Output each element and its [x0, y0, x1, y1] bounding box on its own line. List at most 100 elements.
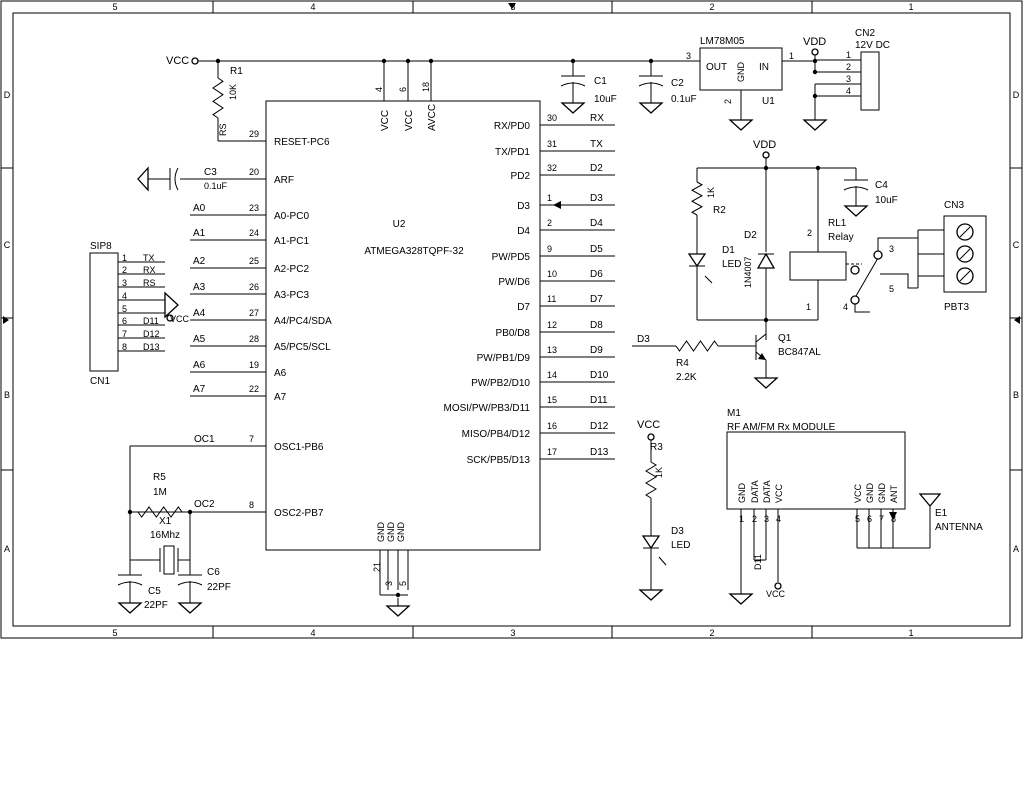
d3-ref: D3	[671, 526, 684, 537]
u2-left-pin-num: 20	[249, 167, 259, 177]
u1-pin-in: 1	[789, 51, 794, 61]
c4-capacitor	[843, 186, 869, 191]
u2-left-net-label: A1	[193, 228, 206, 239]
vcc-label-r3: VCC	[637, 419, 660, 431]
u2-right-net-label: D4	[590, 218, 603, 229]
u1-ref: U1	[762, 96, 775, 107]
r1-resistor	[212, 77, 224, 119]
u2-left-net-label: A6	[193, 360, 206, 371]
u2-right-net-label: D3	[590, 193, 603, 204]
m1-pin-num: 4	[776, 514, 781, 524]
x1-ref: X1	[159, 516, 172, 527]
ground-symbol	[638, 589, 664, 601]
rl1-pin-5: 5	[889, 284, 894, 294]
zone-label-top: 5	[112, 2, 117, 12]
vdd-label-top: VDD	[803, 36, 826, 48]
zone-label-bottom: 5	[112, 628, 117, 638]
r3-ref: R3	[650, 442, 663, 453]
u2-left-pin-num: 28	[249, 334, 259, 344]
d1-led	[687, 253, 707, 268]
row-label-left: D	[4, 90, 11, 100]
u2-top-pin-num: 18	[421, 82, 431, 92]
c6-ref: C6	[207, 567, 220, 578]
power-terminal	[166, 314, 174, 322]
rl1-pin-3: 3	[889, 244, 894, 254]
m1-pin-name: VCC	[774, 483, 784, 503]
u2-left-pin-name: A0-PC0	[274, 211, 309, 222]
u2-bottom-pin-name: GND	[386, 522, 396, 543]
u2-right-pin-num: 14	[547, 370, 557, 380]
cn2-body	[860, 51, 880, 111]
u2-right-pin-num: 16	[547, 421, 557, 431]
u2-left-net-label: A3	[193, 282, 206, 293]
ground-symbol	[638, 102, 664, 114]
c3-plate	[174, 167, 179, 191]
center-mark-right	[1014, 316, 1020, 324]
c4-ref: C4	[875, 180, 888, 191]
q1-base-net: D3	[637, 334, 650, 345]
u2-left-pin-name: OSC1-PB6	[274, 442, 324, 453]
u2-left-net-label: A4	[193, 308, 206, 319]
vcc-label-r1: VCC	[166, 55, 189, 67]
m1-ref: M1	[727, 408, 741, 419]
u2-bottom-pin-name: GND	[396, 522, 406, 543]
d3-value: LED	[671, 540, 690, 551]
cn1-net-label: RX	[143, 265, 156, 275]
u2-right-net-label: D9	[590, 345, 603, 356]
u2-bottom-pin-num: 21	[372, 562, 382, 572]
c2-value: 0.1uF	[671, 94, 697, 105]
power-terminal	[811, 48, 819, 56]
junction-dot	[395, 592, 401, 598]
power-terminal	[762, 151, 770, 159]
u2-left-net-label: A5	[193, 334, 206, 345]
center-mark-left	[3, 316, 9, 324]
r1-value: 10K	[228, 84, 238, 100]
power-terminal	[191, 57, 199, 65]
r4-resistor	[675, 340, 719, 352]
u2-body	[265, 100, 541, 551]
cn3-screw-slot	[959, 226, 971, 238]
rl1-value: Relay	[828, 232, 854, 243]
rl1-pin-4: 4	[843, 302, 848, 312]
cn1-body	[89, 252, 119, 372]
cn1-pin-num: 3	[122, 278, 127, 288]
u2-right-pin-num: 32	[547, 163, 557, 173]
u2-left-pin-num: 25	[249, 256, 259, 266]
rl1-arm	[855, 257, 879, 297]
q1-ref: Q1	[778, 333, 792, 344]
q1-collector-lead	[755, 333, 767, 343]
c3-ground-symbol	[137, 166, 149, 192]
e1-antenna	[918, 493, 942, 508]
junction-dot	[812, 69, 818, 75]
u1-pin-gnd: 2	[723, 99, 733, 104]
ground-symbol	[385, 605, 411, 617]
m1-pin-name: ANT	[889, 484, 899, 503]
c5-value: 22PF	[144, 600, 168, 611]
ground-symbol	[843, 205, 869, 217]
c1-ref: C1	[594, 76, 607, 87]
d2-diode	[756, 252, 776, 269]
cn2-ref: CN2	[855, 28, 875, 39]
c4-value: 10uF	[875, 195, 898, 206]
u2-right-pin-name: PW/PB2/D10	[471, 378, 530, 389]
rl1-contact	[850, 265, 860, 275]
row-label-right: C	[1013, 240, 1020, 250]
power-terminal	[774, 582, 782, 590]
u2-right-pin-num: 1	[547, 193, 552, 203]
r5-ref: R5	[153, 472, 166, 483]
q1-arrow	[758, 353, 766, 360]
row-label-left: C	[4, 240, 11, 250]
rl1-common	[873, 250, 883, 260]
m1-pin-name: VCC	[853, 483, 863, 503]
q1-value: BC847AL	[778, 347, 821, 358]
u2-left-pin-num: 19	[249, 360, 259, 370]
u2-right-pin-name: D3	[517, 201, 530, 212]
c2-ref: C2	[671, 78, 684, 89]
u2-right-net-label: D6	[590, 269, 603, 280]
m1-data-net: D11	[753, 554, 763, 570]
x1-value: 16Mhz	[150, 530, 180, 541]
rl1-coil	[789, 251, 847, 281]
cn1-net-label: D12	[143, 329, 160, 339]
u2-top-pin-num: 6	[398, 87, 408, 92]
